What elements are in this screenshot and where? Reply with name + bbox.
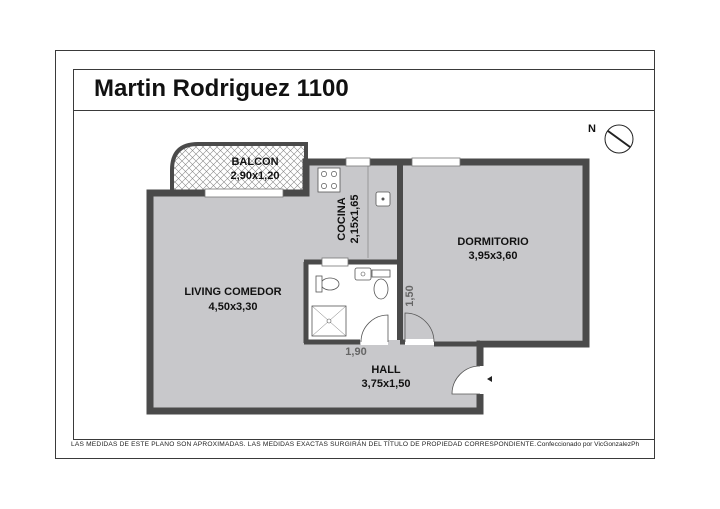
bathroom-door bbox=[360, 314, 389, 345]
bedroom-size: 3,95x3,60 bbox=[469, 250, 518, 262]
bidet-icon bbox=[315, 275, 340, 293]
title-box bbox=[73, 69, 655, 111]
bedroom-window bbox=[411, 157, 461, 167]
entrance-door bbox=[451, 365, 484, 395]
hall-floor bbox=[308, 340, 480, 411]
entrance-arrow-icon bbox=[487, 376, 492, 382]
bedroom-floor bbox=[400, 162, 586, 340]
bath-window bbox=[321, 257, 349, 267]
living-window bbox=[204, 188, 284, 198]
exterior-walls bbox=[146, 158, 590, 415]
frame-bottom-line bbox=[73, 439, 655, 440]
bedroom-name: DORMITORIO bbox=[457, 236, 529, 248]
north-compass-icon bbox=[604, 124, 634, 154]
footer-disclaimer: LAS MEDIDAS DE ESTE PLANO SON APROXIMADA… bbox=[71, 441, 537, 448]
frame-right-line bbox=[654, 111, 655, 440]
washbasin-icon bbox=[354, 267, 372, 281]
hall-size: 3,75x1,50 bbox=[362, 378, 411, 390]
shower-icon bbox=[311, 305, 347, 337]
stove-icon bbox=[317, 167, 341, 193]
compass-north-label: N bbox=[588, 123, 596, 135]
kitchen-size: 2,15x1,65 bbox=[349, 195, 361, 244]
bath-width-dimension: 1,90 bbox=[345, 346, 366, 358]
footer-credit: Confeccionado por VicGonzalezPh bbox=[537, 441, 640, 448]
balcony-size: 2,90x1,20 bbox=[231, 170, 280, 182]
living-room-size: 4,50x3,30 bbox=[209, 301, 258, 313]
kitchen-sink-icon bbox=[375, 191, 391, 207]
living-room-name: LIVING COMEDOR bbox=[184, 286, 281, 298]
toilet-icon bbox=[371, 269, 391, 300]
balcony-name: BALCON bbox=[231, 156, 278, 168]
bedroom-door bbox=[404, 312, 435, 345]
kitchen-window bbox=[345, 157, 371, 167]
page-title: Martin Rodriguez 1100 bbox=[94, 75, 349, 102]
hall-depth-dimension: 1,50 bbox=[404, 285, 416, 306]
frame-left-line bbox=[73, 111, 74, 440]
balcony-floor bbox=[170, 142, 308, 195]
living-room-floor bbox=[150, 193, 308, 411]
kitchen-name: COCINA bbox=[336, 197, 348, 240]
hall-name: HALL bbox=[371, 364, 401, 376]
